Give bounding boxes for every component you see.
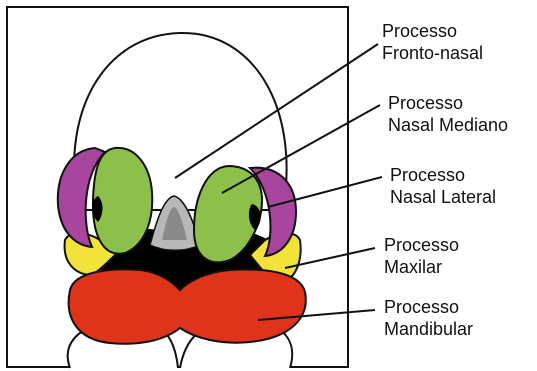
label-line: Processo [388, 92, 508, 114]
label-line: Fronto-nasal [382, 42, 483, 64]
label-processo-mandibular: Processo Mandibular [384, 296, 473, 340]
label-line: Processo [384, 296, 473, 318]
medial-nasal-process-left [93, 148, 152, 254]
label-processo-fronto-nasal: Processo Fronto-nasal [382, 20, 483, 64]
label-line: Nasal Mediano [388, 114, 508, 136]
label-line: Processo [382, 20, 483, 42]
label-line: Nasal Lateral [390, 186, 496, 208]
label-line: Processo [390, 164, 496, 186]
label-line: Mandibular [384, 318, 473, 340]
label-processo-nasal-lateral: Processo Nasal Lateral [390, 164, 496, 208]
label-processo-nasal-mediano: Processo Nasal Mediano [388, 92, 508, 136]
label-processo-maxilar: Processo Maxilar [384, 234, 459, 278]
label-line: Maxilar [384, 256, 459, 278]
label-line: Processo [384, 234, 459, 256]
